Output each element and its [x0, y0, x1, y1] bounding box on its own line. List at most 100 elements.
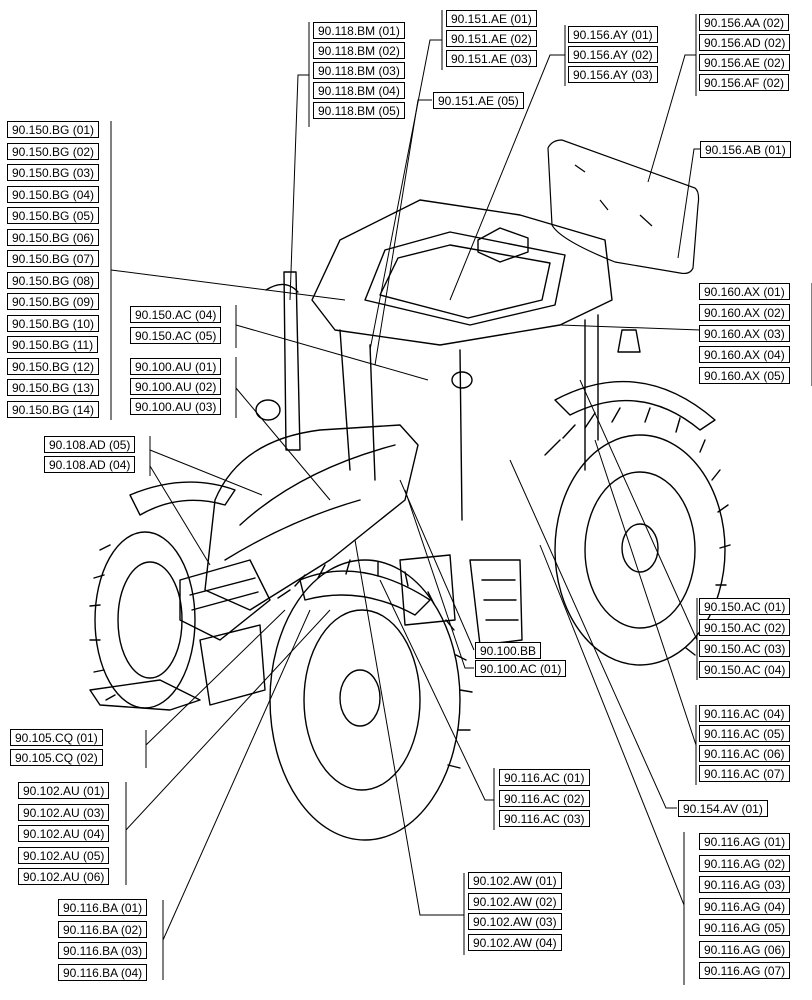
callout-label-bg-1[interactable]: 90.150.BG (01) [7, 121, 100, 138]
front-hitch [89, 679, 201, 711]
callout-label-ag-1[interactable]: 90.116.AG (01) [699, 833, 791, 850]
callout-label-cq-2[interactable]: 90.105.CQ (02) [10, 749, 103, 766]
front-grille [179, 559, 271, 641]
cab-steps [469, 559, 523, 646]
callout-label-ac116r-1[interactable]: 90.116.AC (04) [699, 705, 790, 722]
roof-hatch [364, 231, 566, 326]
callout-label-au100-3[interactable]: 90.100.AU (03) [130, 398, 222, 415]
callout-label-ae-2[interactable]: 90.151.AE (02) [446, 30, 537, 47]
callout-label-ay-1[interactable]: 90.156.AY (01) [568, 26, 658, 43]
callout-label-bg-8[interactable]: 90.150.BG (08) [7, 271, 100, 289]
callout-label-aa-2[interactable]: 90.156.AD (02) [699, 34, 791, 51]
callout-label-bg-2[interactable]: 90.150.BG (02) [7, 142, 100, 160]
callout-label-aa-3[interactable]: 90.156.AE (02) [699, 54, 790, 71]
callout-label-ag-3[interactable]: 90.116.AG (03) [699, 876, 791, 893]
leader-bm [289, 74, 309, 301]
callout-label-ab-1[interactable]: 90.156.AB (01) [700, 141, 791, 158]
callout-label-bm-2[interactable]: 90.118.BM (02) [313, 42, 405, 59]
callout-label-bg-14[interactable]: 90.150.BG (14) [7, 400, 100, 418]
callout-label-ax-3[interactable]: 90.160.AX (03) [699, 325, 790, 342]
callout-label-ac116r-3[interactable]: 90.116.AC (06) [699, 745, 790, 762]
callout-label-ax-5[interactable]: 90.160.AX (05) [699, 367, 790, 384]
callout-label-bm-4[interactable]: 90.118.BM (04) [313, 82, 405, 99]
callout-label-bb-1[interactable]: 90.100.BB [475, 642, 542, 659]
callout-label-ba-2[interactable]: 90.116.BA (02) [58, 920, 148, 938]
callout-label-ax-4[interactable]: 90.160.AX (04) [699, 346, 790, 363]
leader-ad [149, 449, 263, 496]
callout-label-bg-9[interactable]: 90.150.BG (09) [7, 293, 100, 310]
callout-label-ad-1[interactable]: 90.108.AD (05) [44, 436, 136, 453]
callout-label-aw-1[interactable]: 90.102.AW (01) [468, 872, 562, 889]
callout-label-bg-11[interactable]: 90.150.BG (11) [7, 336, 99, 353]
callout-label-ba-3[interactable]: 90.116.BA (03) [58, 942, 148, 959]
callout-label-ag-5[interactable]: 90.116.AG (05) [699, 919, 791, 936]
callout-label-bg-7[interactable]: 90.150.BG (07) [7, 250, 100, 267]
callout-label-ac-right-2[interactable]: 90.150.AC (02) [699, 619, 791, 636]
callout-label-av-1[interactable]: 90.154.AV (01) [678, 800, 768, 817]
front-right-wheel [269, 559, 461, 841]
callout-label-ac116c-2[interactable]: 90.116.AC (02) [499, 789, 590, 807]
callout-label-au102-4[interactable]: 90.102.AU (05) [18, 846, 110, 864]
callout-label-ay-3[interactable]: 90.156.AY (03) [568, 66, 658, 83]
callout-label-au102-5[interactable]: 90.102.AU (06) [18, 868, 110, 885]
callout-label-aw-4[interactable]: 90.102.AW (04) [468, 933, 562, 951]
callout-label-au102-3[interactable]: 90.102.AU (04) [18, 825, 110, 842]
callout-label-bm-1[interactable]: 90.118.BM (01) [313, 22, 405, 39]
callout-label-au102-1[interactable]: 90.102.AU (01) [18, 782, 110, 799]
leader-aw [354, 539, 464, 916]
callout-label-bm-5[interactable]: 90.118.BM (05) [313, 102, 405, 119]
callout-label-ac-right-4[interactable]: 90.150.AC (04) [699, 661, 791, 678]
callout-label-ac-right-1[interactable]: 90.150.AC (01) [699, 598, 791, 615]
callout-label-au102-2[interactable]: 90.102.AU (03) [18, 803, 110, 821]
callout-label-au100-1[interactable]: 90.100.AU (01) [130, 358, 222, 375]
callout-label-ac116r-4[interactable]: 90.116.AC (07) [699, 765, 790, 782]
callout-label-bm-3[interactable]: 90.118.BM (03) [313, 62, 405, 79]
callout-label-ag-6[interactable]: 90.116.AG (06) [699, 940, 791, 958]
leader-ba [162, 609, 311, 941]
callout-label-ae5-1[interactable]: 90.151.AE (05) [433, 92, 524, 109]
callout-label-ac100-1[interactable]: 90.100.AC (01) [475, 660, 567, 677]
callout-label-ba-1[interactable]: 90.116.BA (01) [58, 899, 148, 916]
callout-label-au100-2[interactable]: 90.100.AU (02) [130, 378, 222, 395]
callout-label-ag-7[interactable]: 90.116.AG (07) [699, 962, 791, 979]
leader-ac116c [379, 579, 494, 801]
leader-ae [369, 39, 442, 351]
leader-bg [110, 269, 346, 301]
callout-label-bg-10[interactable]: 90.150.BG (10) [7, 314, 100, 332]
callout-label-aa-4[interactable]: 90.156.AF (02) [699, 74, 790, 91]
callout-label-aw-2[interactable]: 90.102.AW (02) [468, 892, 562, 910]
callout-label-ax-1[interactable]: 90.160.AX (01) [699, 283, 790, 300]
callout-label-ax-2[interactable]: 90.160.AX (02) [699, 304, 790, 321]
callout-label-ag-2[interactable]: 90.116.AG (02) [699, 854, 791, 872]
callout-label-ac116c-1[interactable]: 90.116.AC (01) [499, 769, 590, 786]
callout-label-aw-3[interactable]: 90.102.AW (03) [468, 913, 562, 930]
callout-label-bg-5[interactable]: 90.150.BG (05) [7, 207, 100, 224]
rear-fender [554, 380, 716, 431]
leader-au100 [235, 387, 331, 501]
front-fender [129, 481, 236, 516]
callout-label-ac-right-3[interactable]: 90.150.AC (03) [699, 640, 791, 657]
callout-label-ac-left-2[interactable]: 90.150.AC (05) [130, 327, 222, 344]
leader-ae5 [374, 99, 432, 366]
callout-label-ac116r-2[interactable]: 90.116.AC (05) [699, 725, 790, 742]
callout-label-bg-4[interactable]: 90.150.BG (04) [7, 185, 100, 203]
callout-label-bg-13[interactable]: 90.150.BG (13) [7, 379, 100, 396]
callout-label-bg-6[interactable]: 90.150.BG (06) [7, 228, 100, 246]
callout-label-ac-left-1[interactable]: 90.150.AC (04) [130, 306, 222, 323]
callout-label-ay-2[interactable]: 90.156.AY (02) [568, 46, 658, 63]
callout-label-ba-4[interactable]: 90.116.BA (04) [58, 963, 148, 981]
leader-ac116r [594, 439, 697, 746]
callout-label-ad-2[interactable]: 90.108.AD (04) [44, 456, 136, 473]
callout-label-ag-4[interactable]: 90.116.AG (04) [699, 897, 791, 915]
callout-label-ac116c-3[interactable]: 90.116.AC (03) [499, 810, 590, 827]
callout-label-bg-12[interactable]: 90.150.BG (12) [7, 357, 100, 375]
callout-label-cq-1[interactable]: 90.105.CQ (01) [10, 729, 103, 746]
callout-label-ae-1[interactable]: 90.151.AE (01) [446, 10, 537, 27]
callout-label-aa-1[interactable]: 90.156.AA (02) [699, 14, 790, 31]
callout-label-ae-3[interactable]: 90.151.AE (03) [446, 50, 537, 67]
callout-label-bg-3[interactable]: 90.150.BG (03) [7, 164, 100, 181]
leader-ax [559, 324, 701, 331]
leader-ac-right [579, 379, 698, 641]
